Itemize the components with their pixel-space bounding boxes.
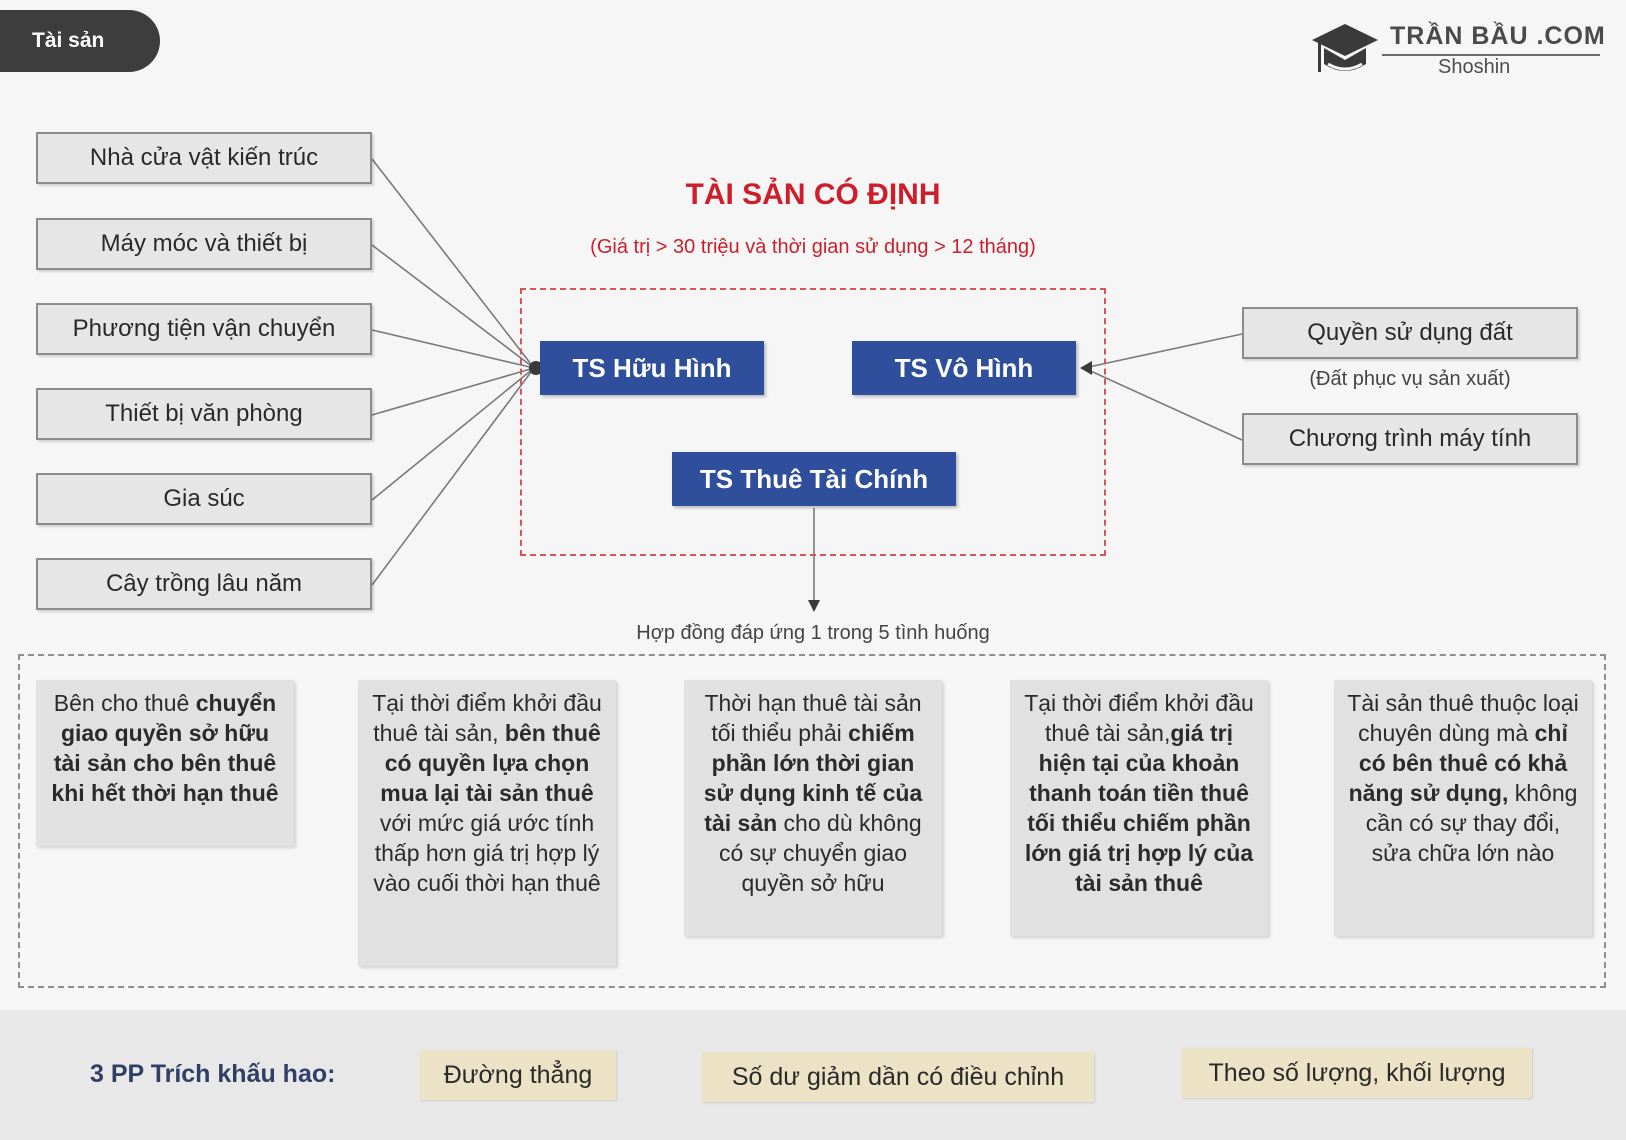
right-item: Quyền sử dụng đất bbox=[1242, 307, 1578, 359]
connector-line bbox=[1083, 367, 1243, 441]
lease-condition-card: Tại thời điểm khởi đầu thuê tài sản,giá … bbox=[1010, 680, 1268, 936]
lease-condition-card: Thời hạn thuê tài sản tối thiểu phải chi… bbox=[684, 680, 942, 936]
graduation-cap-icon bbox=[1312, 24, 1378, 72]
lease-conditions-group bbox=[18, 654, 1606, 988]
logo-subtitle: Shoshin bbox=[1438, 56, 1511, 78]
left-item: Phương tiện vận chuyển bbox=[36, 303, 372, 355]
connector-line bbox=[371, 367, 535, 586]
section-tag: Tài sản bbox=[0, 10, 160, 72]
card-text-segment: bên thuê có quyền lựa chọn mua lại tài s… bbox=[380, 720, 601, 806]
left-item: Nhà cửa vật kiến trúc bbox=[36, 132, 372, 184]
lease-condition-card: Tại thời điểm khởi đầu thuê tài sản, bên… bbox=[358, 680, 616, 966]
card-text-segment: Thời hạn thuê tài sản tối thiểu phải bbox=[704, 690, 922, 746]
connector-line bbox=[371, 367, 535, 501]
connector-line bbox=[371, 329, 535, 369]
lease-condition-card: Bên cho thuê chuyển giao quyền sở hữu tà… bbox=[36, 680, 294, 846]
card-text-segment: Tại thời điểm khởi đầu thuê tài sản, bbox=[1024, 690, 1254, 746]
depreciation-method: Theo số lượng, khối lượng bbox=[1182, 1048, 1532, 1098]
connector-line bbox=[371, 244, 535, 369]
left-item: Thiết bị văn phòng bbox=[36, 388, 372, 440]
intangible-asset-box: TS Vô Hình bbox=[852, 341, 1076, 395]
depreciation-method: Đường thẳng bbox=[420, 1050, 616, 1100]
arrow-down-icon bbox=[808, 600, 820, 612]
diagram-title: TÀI SẢN CÓ ĐỊNH bbox=[685, 178, 941, 211]
depreciation-method: Số dư giảm dần có điều chỉnh bbox=[702, 1052, 1094, 1102]
logo-divider bbox=[1382, 54, 1600, 56]
left-item: Máy móc và thiết bị bbox=[36, 218, 372, 270]
diagram-subtitle: (Giá trị > 30 triệu và thời gian sử dụng… bbox=[590, 236, 1036, 258]
depreciation-label: 3 PP Trích khấu hao: bbox=[90, 1060, 336, 1088]
tangible-asset-box: TS Hữu Hình bbox=[540, 341, 764, 395]
right-item-note: (Đất phục vụ sản xuất) bbox=[1309, 368, 1511, 390]
card-text-segment: chiếm phần lớn thời gian sử dụng kinh tế… bbox=[703, 720, 923, 836]
card-text-segment: với mức giá ước tính thấp hơn giá trị hợ… bbox=[373, 810, 601, 896]
fixed-asset-group bbox=[520, 288, 1106, 556]
junction-dot bbox=[529, 361, 543, 375]
logo-wordmark: TRẦN BẦU .COM bbox=[1390, 22, 1606, 50]
left-item: Gia súc bbox=[36, 473, 372, 525]
lease-caption: Hợp đồng đáp ứng 1 trong 5 tình huống bbox=[636, 622, 990, 644]
card-text-segment: cho dù không có sự chuyển giao quyền sở … bbox=[718, 810, 922, 896]
lease-condition-card: Tài sản thuê thuộc loại chuyên dùng mà c… bbox=[1334, 680, 1592, 936]
card-text-segment: chuyển giao quyền sở hữu tài sản cho bên… bbox=[51, 690, 279, 806]
finance-lease-box: TS Thuê Tài Chính bbox=[672, 452, 956, 506]
connector-line bbox=[1083, 333, 1243, 369]
arrow-left-icon bbox=[1080, 361, 1092, 375]
left-item: Cây trồng lâu năm bbox=[36, 558, 372, 610]
card-text-segment: Tại thời điểm khởi đầu thuê tài sản, bbox=[372, 690, 602, 746]
card-text-segment: Bên cho thuê bbox=[53, 690, 196, 716]
card-text-segment: Tài sản thuê thuộc loại chuyên dùng mà bbox=[1347, 690, 1579, 746]
card-text-segment: chỉ có bên thuê có khả năng sử dụng, bbox=[1348, 720, 1568, 806]
connector-line bbox=[371, 158, 535, 369]
right-item: Chương trình máy tính bbox=[1242, 413, 1578, 465]
connector-line bbox=[371, 367, 535, 416]
card-text-segment: không cần có sự thay đổi, sửa chữa lớn n… bbox=[1365, 780, 1578, 866]
card-text-segment: giá trị hiện tại của khoản thanh toán ti… bbox=[1024, 720, 1254, 896]
brand-logo[interactable]: TRẦN BẦU .COM Shoshin bbox=[1310, 18, 1610, 84]
